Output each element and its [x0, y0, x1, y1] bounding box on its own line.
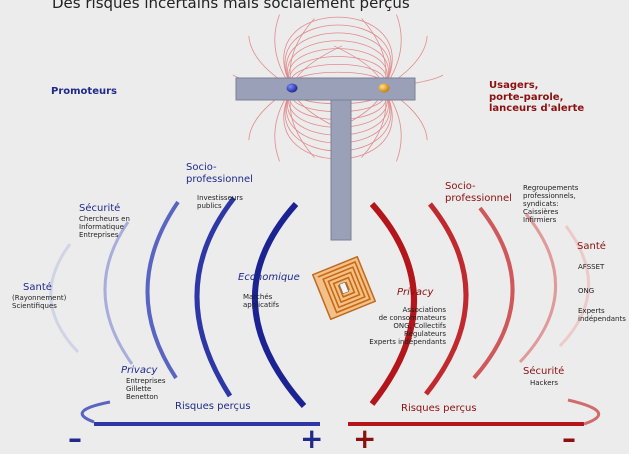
- right-sante-title: Santé: [577, 241, 606, 252]
- right-sante-afsset: AFSSET: [578, 263, 605, 271]
- rfid-chip-icon: [311, 255, 377, 321]
- right-securite-title: Sécurité: [523, 366, 565, 377]
- left-privacy-item: Gillette: [126, 385, 152, 394]
- right-risques-label: Risques perçus: [401, 403, 477, 414]
- left-risk-arcs: [49, 196, 307, 408]
- right-risk-arcs: [369, 202, 591, 406]
- right-sante-item: indépendants: [578, 315, 626, 324]
- left-risques-label: Risques perçus: [175, 401, 251, 412]
- right-socio-item: Regroupements: [523, 184, 579, 192]
- orange-magnet-pole-icon: [378, 83, 390, 93]
- left-securite-item: Informatique: [79, 223, 124, 232]
- left-socio-items: Investisseurs publics: [197, 194, 243, 210]
- field-line: [289, 56, 387, 89]
- usagers-line-1: Usagers,: [489, 80, 539, 91]
- right-socio-item: Infirmiers: [523, 216, 557, 225]
- usagers-label: Usagers, porte-parole, lanceurs d'alerte: [489, 80, 584, 115]
- right-socio-title-line: professionnel: [445, 192, 512, 204]
- left-minus-sign: –: [68, 422, 82, 454]
- economique-items: Marchés applicatifs: [243, 293, 279, 309]
- right-socio-title: Socio- professionnel: [445, 181, 512, 204]
- economique-item: Marchés: [243, 293, 273, 301]
- right-privacy-item: Associations: [402, 306, 446, 314]
- left-securite-item: Entreprises: [79, 231, 119, 240]
- usagers-line-3: lanceurs d'alerte: [489, 103, 585, 114]
- right-socio-item: professionnels,: [523, 192, 576, 201]
- right-privacy-item: Régulateurs: [404, 330, 446, 339]
- right-privacy-item: Experts indépendants: [369, 338, 446, 347]
- left-privacy-item: Benetton: [126, 393, 159, 402]
- t-bar-vertical: [330, 99, 352, 241]
- left-socio-title-line: professionnel: [186, 173, 253, 185]
- economique-item: applicatifs: [243, 301, 280, 310]
- left-socio-title: Socio- professionnel: [186, 162, 253, 185]
- right-privacy-item: de consommateurs: [378, 314, 446, 323]
- left-plus-sign: +: [300, 422, 324, 454]
- left-securite-item: Chercheurs en: [79, 215, 130, 223]
- left-privacy-item: Entreprises: [126, 377, 166, 385]
- promoteurs-label: Promoteurs: [51, 86, 117, 97]
- right-socio-items: Regroupements professionnels, syndicats:…: [523, 184, 578, 224]
- right-minus-sign: –: [562, 422, 576, 454]
- right-securite-items: Hackers: [530, 379, 559, 387]
- left-socio-item: publics: [197, 202, 222, 211]
- right-sante-item: Experts: [578, 307, 605, 315]
- risk-axis: [80, 398, 601, 426]
- right-socio-item: syndicats:: [523, 200, 559, 209]
- left-sante-item: Scientifiques: [12, 302, 57, 311]
- left-securite-items: Chercheurs en Informatique Entreprises: [79, 215, 130, 239]
- right-sante-experts: Experts indépendants: [578, 307, 626, 323]
- field-line: [288, 48, 388, 89]
- left-sante-items: (Rayonnement) Scientifiques: [12, 294, 66, 310]
- left-privacy-items: Entreprises Gillette Benetton: [126, 377, 166, 401]
- left-privacy-title: Privacy: [121, 365, 158, 376]
- right-sante-ong: ONG: [578, 287, 595, 295]
- left-sante-item: (Rayonnement): [12, 294, 67, 302]
- right-socio-title-line: Socio-: [445, 181, 476, 192]
- t-bar-horizontal: [235, 77, 416, 101]
- right-privacy-items: Associations de consommateurs ONG, Colle…: [356, 306, 446, 346]
- left-socio-item: Investisseurs: [197, 194, 243, 202]
- left-socio-title-line: Socio-: [186, 162, 217, 173]
- left-securite-title: Sécurité: [79, 203, 121, 214]
- right-privacy-title: Privacy: [397, 287, 434, 298]
- blue-magnet-pole-icon: [286, 83, 298, 93]
- right-socio-item: Caissières: [523, 208, 559, 217]
- right-privacy-item: ONG, Collectifs: [393, 322, 446, 331]
- page-title: Des risques incertains mais socialement …: [52, 0, 410, 12]
- field-line: [283, 16, 393, 89]
- left-sante-title: Santé: [23, 282, 52, 293]
- usagers-line-2: porte-parole,: [489, 91, 564, 103]
- right-plus-sign: +: [353, 422, 377, 454]
- economique-title: Economique: [238, 272, 300, 283]
